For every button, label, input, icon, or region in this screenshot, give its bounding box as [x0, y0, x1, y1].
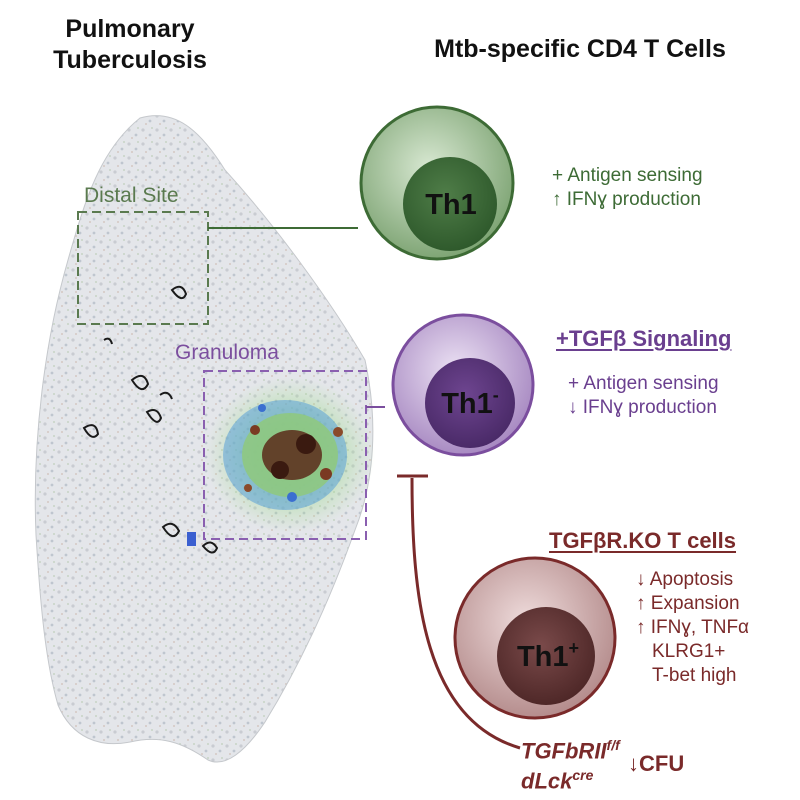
granuloma-label: Granuloma [175, 341, 279, 364]
th1-effect-2: ↑ IFNɣ production [552, 189, 701, 210]
th1-plus-cell [453, 556, 617, 720]
th1-plus-effect-4: KLRG1+ [652, 641, 726, 662]
th1-cell-label: Th1 [425, 189, 477, 221]
tgfb-signaling-header: +TGFβ Signaling [556, 326, 732, 351]
mouse-genotype-line-2: dLckcre [521, 760, 593, 796]
blue-spot [187, 532, 196, 546]
th1-minus-effect-2: ↓ IFNɣ production [568, 397, 717, 418]
th1-effects: + Antigen sensing ↑ IFNɣ production [552, 164, 703, 212]
th1-minus-effect-1: + Antigen sensing [568, 373, 719, 394]
distal-site-box [77, 211, 209, 325]
th1-effect-1: + Antigen sensing [552, 165, 703, 186]
th1-plus-effect-2: ↑ Expansion [636, 593, 740, 614]
th1-minus-cell-label: Th1- [441, 385, 499, 420]
inhibition-arrow [397, 474, 521, 750]
distal-site-label: Distal Site [84, 184, 179, 207]
left-title-line-1: Pulmonary [65, 15, 195, 43]
genotype-driver-sup: cre [572, 767, 594, 783]
th1-plus-effect-5: T-bet high [652, 665, 737, 686]
th1-plus-effect-3: ↑ IFNɣ, TNFα [636, 617, 750, 638]
genotype-gene: TGFbRII [521, 738, 607, 764]
right-title: Mtb-specific CD4 T Cells [434, 35, 726, 63]
th1-minus-effects: + Antigen sensing ↓ IFNɣ production [568, 372, 719, 420]
granuloma-lesion [205, 377, 375, 533]
left-title: Pulmonary Tuberculosis [30, 14, 230, 76]
granuloma-box [203, 370, 367, 540]
th1-plus-effects: ↓ Apoptosis ↑ Expansion ↑ IFNɣ, TNFα KLR… [636, 568, 749, 688]
mouse-genotype-line-1: TGFbRIIf/f [521, 730, 620, 766]
th1-plus-effect-1: ↓ Apoptosis [636, 569, 734, 590]
airway-outlines [82, 285, 219, 554]
genotype-gene-sup: f/f [606, 737, 620, 753]
th1-plus-cell-label: Th1+ [517, 638, 579, 673]
cfu-outcome: ↓CFU [628, 751, 685, 776]
left-title-line-2: Tuberculosis [53, 46, 207, 74]
th1-cell [359, 105, 515, 261]
th1-minus-cell [391, 313, 535, 457]
tgfbr-ko-header: TGFβR.KO T cells [549, 528, 737, 553]
genotype-driver: dLck [521, 768, 573, 794]
